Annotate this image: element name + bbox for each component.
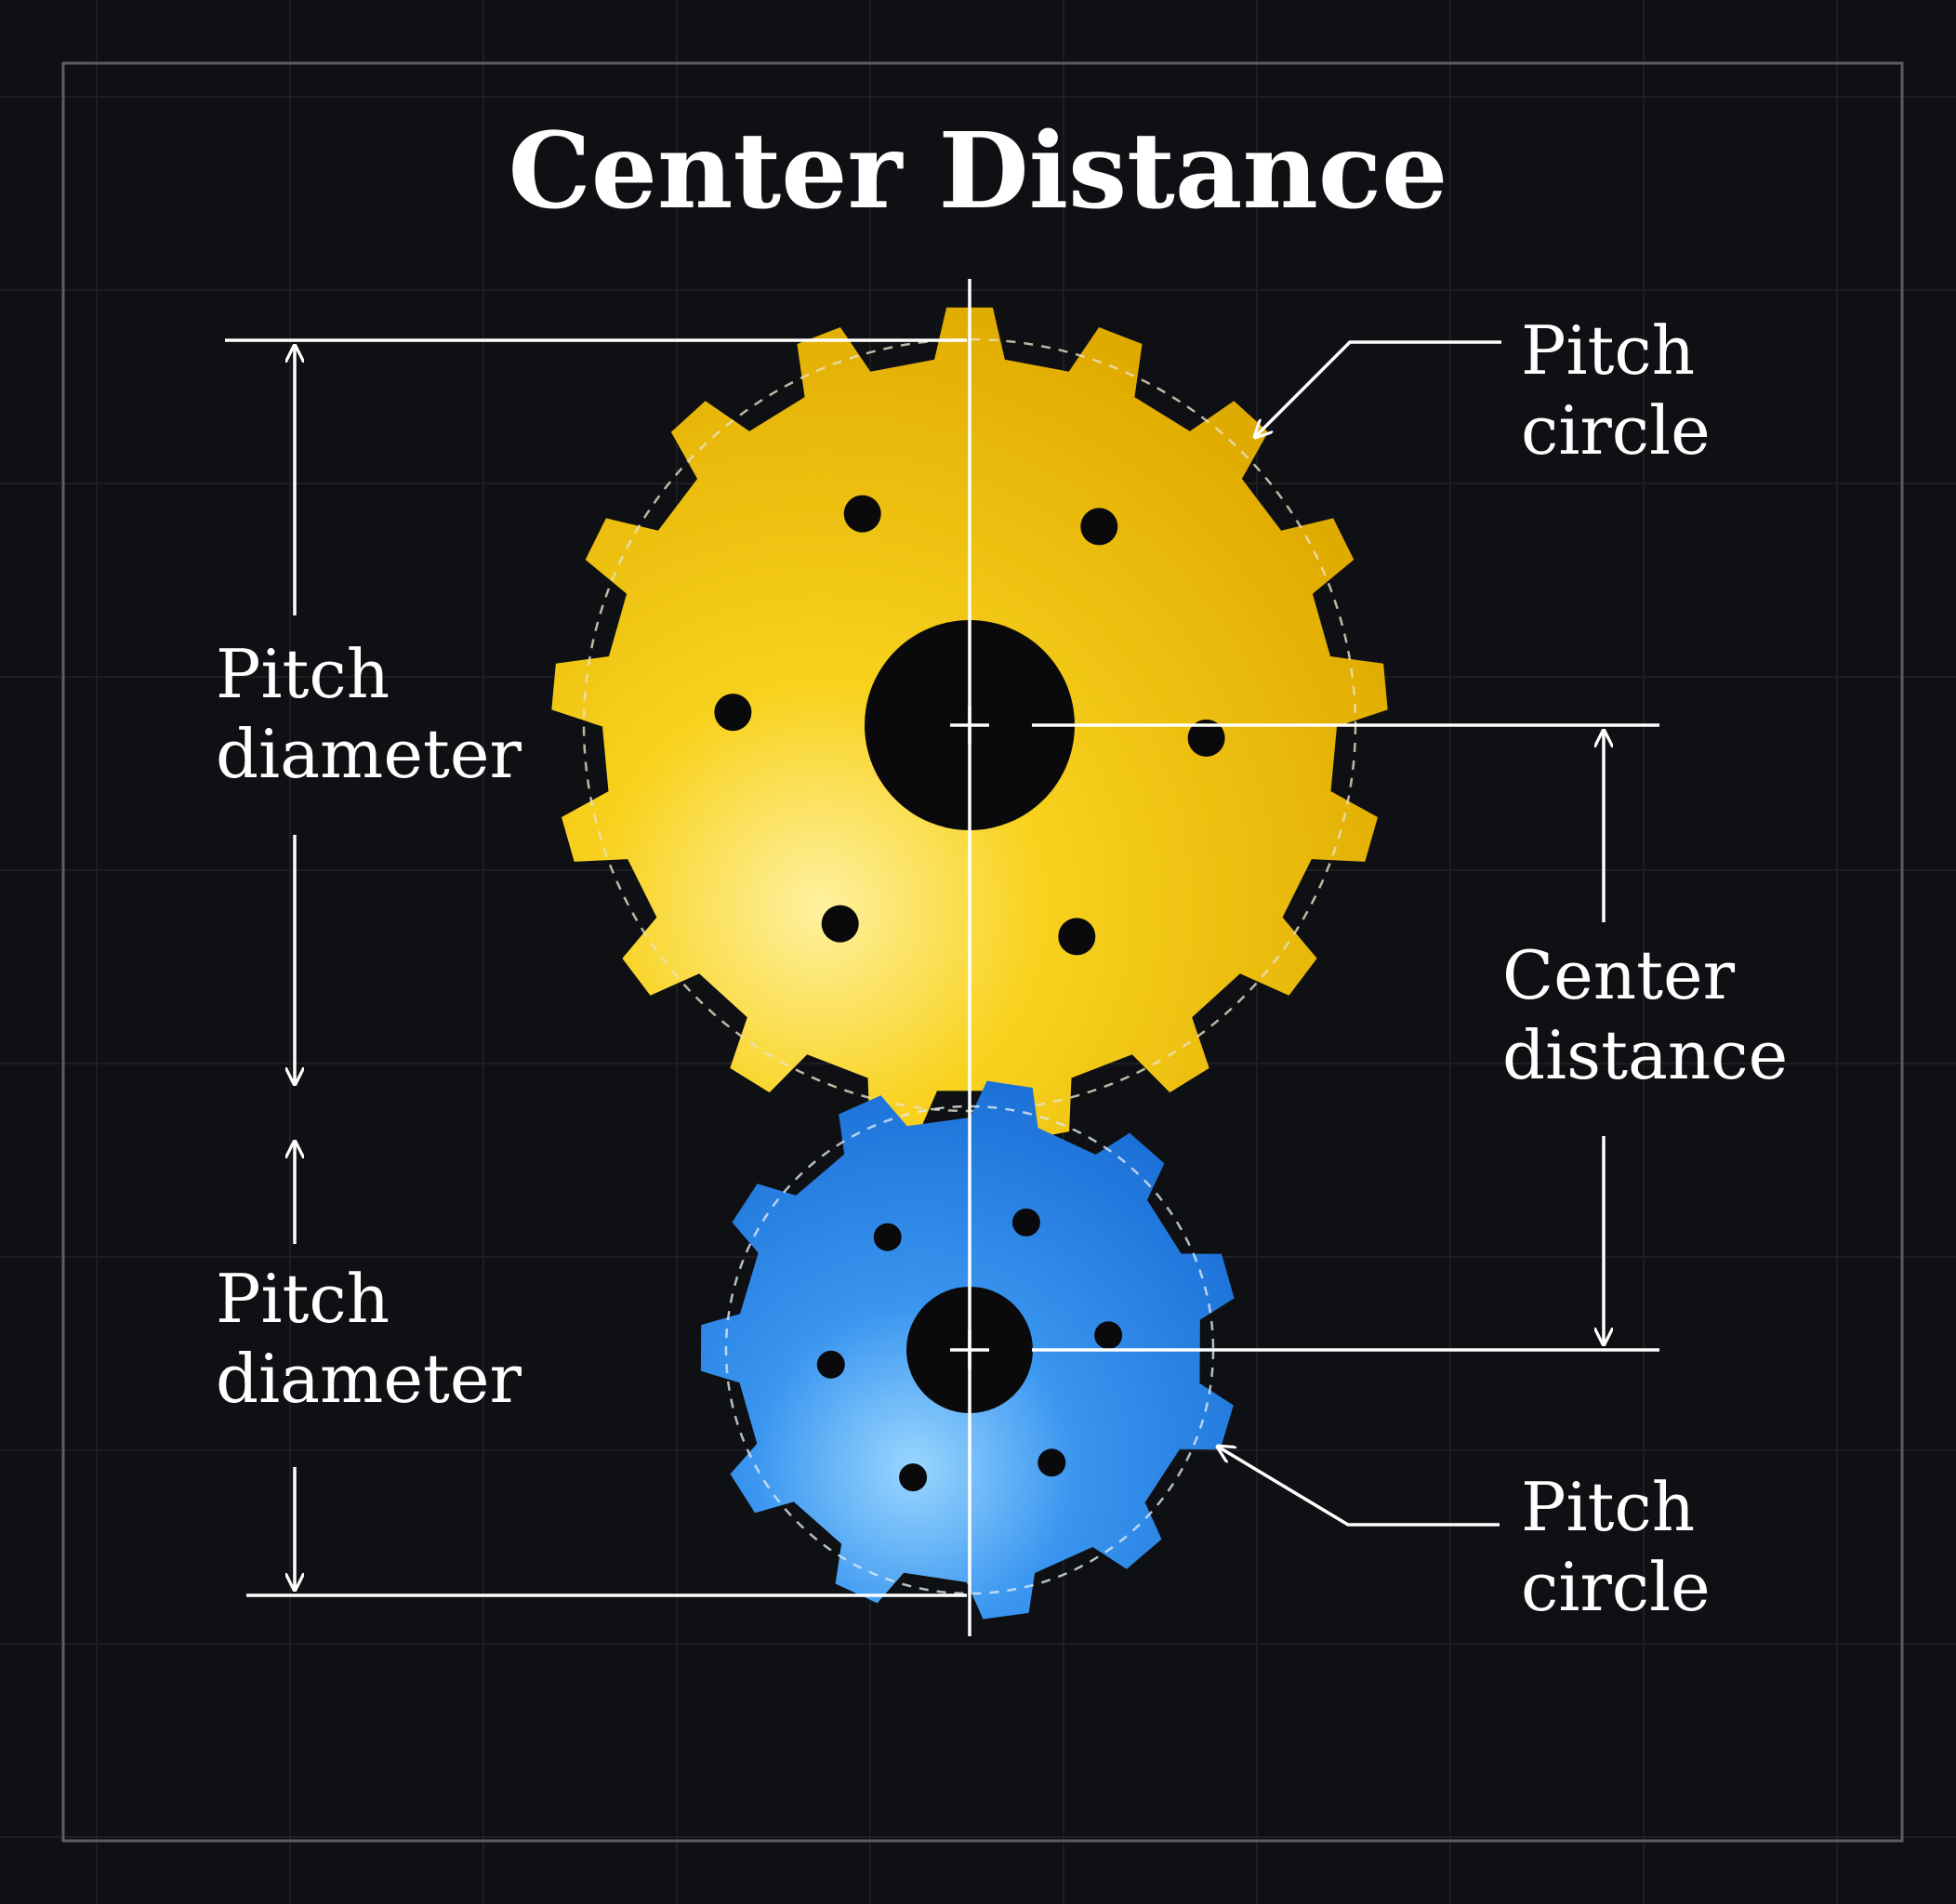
pitch-circle-bottom-label: Pitch circle <box>1521 1468 1711 1626</box>
small-gear-holes <box>816 1208 1123 1492</box>
pitch-circle-top-label: Pitch circle <box>1521 311 1711 469</box>
gear-hole <box>1011 1208 1040 1236</box>
gear-hole <box>1080 508 1118 546</box>
large-gear-holes <box>714 495 1225 956</box>
pitch-diameter-top-label: Pitch diameter <box>216 635 522 793</box>
gear-hole <box>1187 719 1225 757</box>
gear-hole <box>821 905 859 943</box>
diagram-title: Center Distance <box>508 111 1448 232</box>
gear-hole <box>1058 918 1096 956</box>
gear-hole <box>1037 1448 1066 1477</box>
diagram-frame <box>61 61 1904 1843</box>
gear-hole <box>1094 1321 1123 1350</box>
gear-hole <box>816 1350 845 1379</box>
pitch-circle-bottom-leader <box>1218 1447 1500 1527</box>
gear-hole <box>873 1223 902 1251</box>
pitch-circle-top-leader <box>1255 340 1501 437</box>
gear-hole <box>714 694 752 732</box>
pitch-diameter-bottom-label: Pitch diameter <box>216 1260 522 1418</box>
center-distance-label: Center distance <box>1502 936 1789 1094</box>
gear-hole <box>899 1463 928 1492</box>
gear-hole <box>843 495 881 533</box>
dimension-lines <box>225 279 1659 1636</box>
